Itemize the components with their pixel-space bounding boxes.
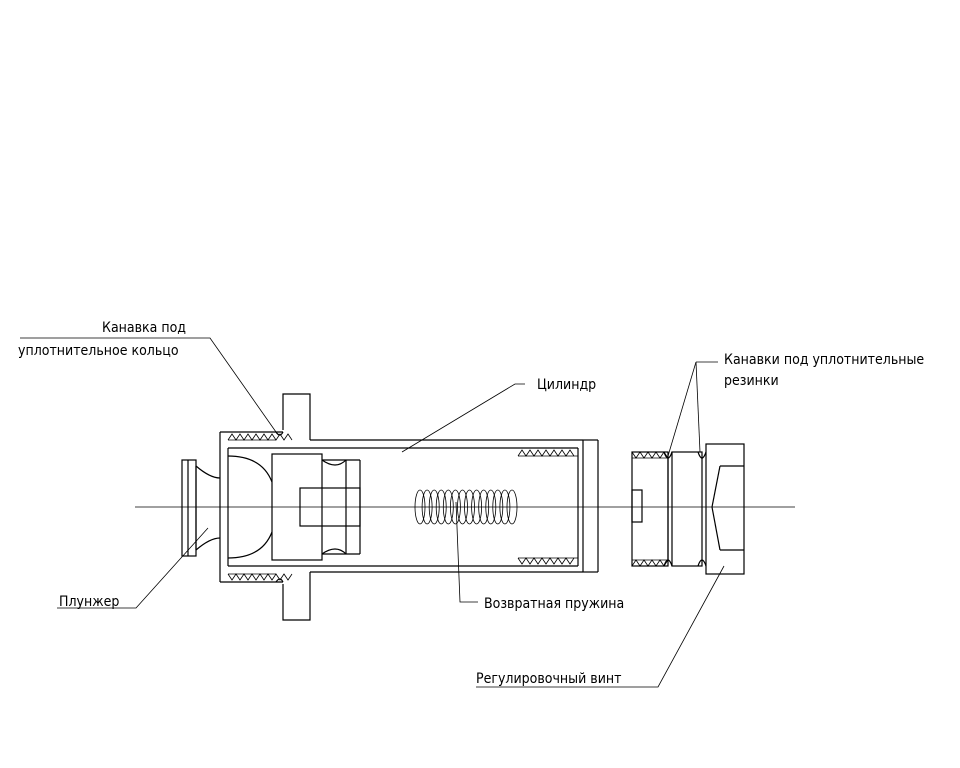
spring-coil <box>414 489 426 525</box>
spring-coil <box>435 489 447 525</box>
spring-coil <box>506 489 518 525</box>
piston-part <box>227 453 361 561</box>
label-cylinder: Цилиндр <box>537 377 596 393</box>
spring-coil <box>457 489 468 525</box>
return-spring-part <box>414 489 518 525</box>
spring-coil <box>499 489 511 525</box>
label-groove-ring-line2: уплотнительное кольцо <box>18 343 179 359</box>
plunger-part <box>181 459 221 557</box>
label-grooves-rubber-line1: Канавки под уплотнительные <box>724 352 924 368</box>
label-groove-ring-line1: Канавка под <box>102 320 186 336</box>
label-plunger: Плунжер <box>59 594 119 610</box>
spring-coil <box>478 489 490 525</box>
cylinder-part <box>219 393 599 621</box>
spring-coil <box>464 489 475 525</box>
label-grooves-rubber-line2: резинки <box>724 373 779 389</box>
spring-coil <box>421 489 433 525</box>
leader-lines <box>20 337 725 688</box>
spring-coil <box>471 489 483 525</box>
spring-coil <box>485 489 497 525</box>
spring-coil <box>492 489 504 525</box>
spring-coil <box>449 489 461 525</box>
spring-coil <box>442 489 454 525</box>
adjusting-screw-part <box>631 443 745 575</box>
spring-coil <box>428 489 440 525</box>
label-adjusting-screw: Регулировочный винт <box>476 671 621 687</box>
label-return-spring: Возвратная пружина <box>484 596 624 612</box>
